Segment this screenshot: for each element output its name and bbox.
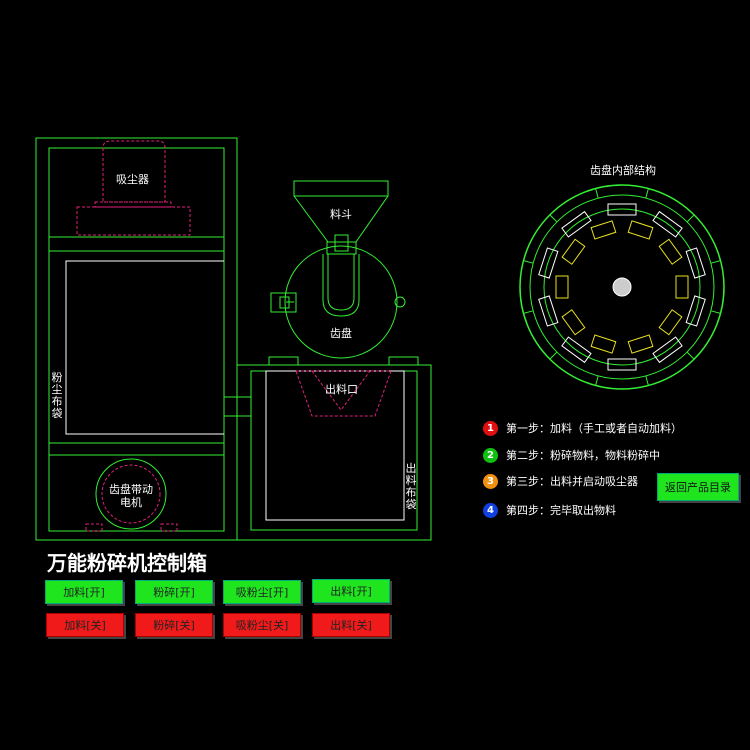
step-1-text: 第一步：加料（手工或者自动加料） [506, 422, 682, 435]
discharge-bag-label: 出料布袋 [405, 462, 417, 511]
ring-notch [645, 375, 649, 386]
crush-on-button[interactable]: 粉碎[开] [135, 580, 213, 604]
step-4-text: 第四步：完毕取出物料 [506, 504, 616, 517]
inner-tooth [627, 334, 654, 354]
ring-notch [710, 310, 721, 314]
hopper-label: 料斗 [330, 208, 352, 221]
step-4-badge: 4 [483, 502, 498, 518]
inner-tooth [658, 238, 683, 265]
step-3-text: 第三步：出料并启动吸尘器 [506, 475, 638, 488]
ring-notch [523, 260, 534, 264]
right-cabinet-outer [236, 364, 432, 541]
dust-collector-body [102, 140, 166, 203]
outer-tooth [652, 210, 683, 238]
left-cabinet-inner [48, 147, 225, 532]
dust-bag-label: 粉尘布袋 [51, 371, 63, 420]
step-2-text: 第二步：粉碎物料，物料粉碎中 [506, 449, 660, 462]
inner-tooth [590, 334, 617, 354]
ring-notch [595, 375, 599, 386]
crush-off-button[interactable]: 粉碎[关] [135, 613, 213, 637]
step-3: 3 第三步：出料并启动吸尘器 [483, 473, 638, 489]
hopper-top [293, 180, 389, 197]
feed-on-button[interactable]: 加料[开] [45, 580, 123, 604]
feed-off-button[interactable]: 加料[关] [46, 613, 124, 637]
ring-notch [686, 214, 695, 223]
outer-tooth [685, 247, 706, 279]
inner-tooth [627, 220, 654, 240]
outer-tooth [538, 247, 559, 279]
motor-outer [95, 458, 167, 530]
dust-collector-label: 吸尘器 [116, 173, 149, 186]
outlet-cone [295, 370, 392, 417]
ring-notch [523, 310, 534, 314]
structure-title: 齿盘内部结构 [590, 164, 656, 177]
crusher-body [284, 245, 398, 359]
ring-notch [595, 188, 599, 199]
inner-tooth [555, 275, 569, 299]
return-catalog-button[interactable]: 返回产品目录 [657, 473, 739, 501]
gear-disc-hub [612, 277, 632, 297]
outlet-label: 出料口 [325, 383, 358, 396]
step-4: 4 第四步：完毕取出物料 [483, 502, 616, 518]
outer-tooth [607, 203, 637, 216]
outer-tooth [561, 336, 592, 364]
inner-tooth [590, 220, 617, 240]
inner-tooth [675, 275, 689, 299]
outer-tooth [561, 210, 592, 238]
step-3-badge: 3 [483, 473, 498, 489]
outer-tooth [685, 295, 706, 327]
outer-tooth [652, 336, 683, 364]
outer-tooth [538, 295, 559, 327]
inner-tooth [561, 309, 586, 336]
gear-disc-label: 齿盘 [330, 327, 352, 340]
left-cabinet-outer [35, 137, 238, 541]
inner-tooth [561, 238, 586, 265]
ring-notch [549, 214, 558, 223]
outer-tooth [607, 358, 637, 371]
motor-label: 齿盘带动 电机 [109, 483, 153, 509]
ring-notch [645, 188, 649, 199]
ring-notch [549, 351, 558, 360]
inner-tooth [658, 309, 683, 336]
ring-notch [710, 260, 721, 264]
discharge-bag [265, 370, 405, 521]
step-2-badge: 2 [483, 447, 498, 463]
gear-disc-structure [519, 184, 725, 390]
discharge-on-button[interactable]: 出料[开] [312, 579, 390, 603]
discharge-off-button[interactable]: 出料[关] [312, 613, 390, 637]
dust-suction-on-button[interactable]: 吸粉尘[开] [223, 580, 301, 604]
step-1: 1 第一步：加料（手工或者自动加料） [483, 420, 682, 436]
dust-suction-off-button[interactable]: 吸粉尘[关] [223, 613, 301, 637]
dust-bag-panel [65, 260, 224, 435]
step-2: 2 第二步：粉碎物料，物料粉碎中 [483, 447, 660, 463]
step-1-badge: 1 [483, 420, 498, 436]
ring-notch [686, 351, 695, 360]
panel-title: 万能粉碎机控制箱 [47, 551, 207, 575]
dust-collector-base [76, 206, 191, 236]
